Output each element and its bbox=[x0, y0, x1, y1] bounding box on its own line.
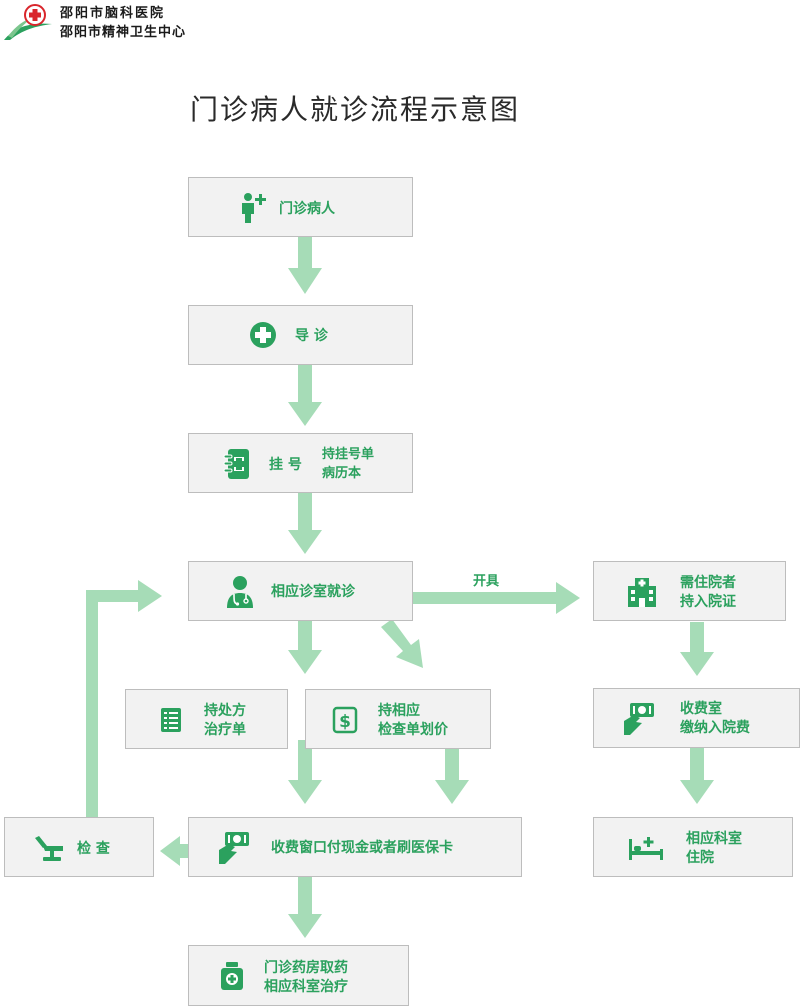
node-pharmacy-line-1: 门诊药房取药 bbox=[264, 960, 348, 976]
node-admission-cert: 需住院者 持入院证 bbox=[593, 561, 786, 621]
node-consult: 相应诊室就诊 bbox=[188, 561, 413, 621]
arrow-register-to-consult bbox=[288, 493, 322, 554]
node-payment: 收费窗口付现金或者刷医保卡 bbox=[188, 817, 522, 877]
node-outpatient: 门诊病人 bbox=[188, 177, 413, 237]
edge-label-issue: 开具 bbox=[473, 574, 500, 589]
node-exam-bill-line-2: 检查单划价 bbox=[378, 722, 448, 738]
node-exam-bill-line-1: 持相应 bbox=[378, 703, 420, 719]
node-prescription-line-2: 治疗单 bbox=[204, 722, 246, 738]
node-outpatient-label: 门诊病人 bbox=[279, 201, 335, 217]
hospital-logo: 邵阳市脑科医院 邵阳市精神卫生中心 bbox=[2, 2, 222, 42]
hospital-bed-icon bbox=[629, 837, 663, 860]
arrow-admission-to-cashier bbox=[680, 622, 714, 676]
hospital-name-primary: 邵阳市脑科医院 bbox=[60, 6, 166, 21]
medical-notebook-icon bbox=[223, 449, 249, 479]
node-prescription-line-1: 持处方 bbox=[204, 703, 246, 719]
node-ward: 相应科室 住院 bbox=[593, 817, 793, 877]
node-exam-label: 检 查 bbox=[77, 841, 110, 857]
arrow-payment-to-exam bbox=[160, 836, 188, 866]
arrow-cashier-to-ward bbox=[680, 748, 714, 804]
node-ward-line-2: 住院 bbox=[686, 850, 714, 866]
hospital-building-icon bbox=[628, 578, 656, 607]
medicine-bottle-icon bbox=[221, 962, 243, 990]
arrow-outpatient-to-guide bbox=[288, 237, 322, 294]
exam-chair-icon bbox=[35, 836, 63, 861]
arrow-payment-to-pharmacy bbox=[288, 877, 322, 938]
cash-hand-icon bbox=[624, 703, 654, 735]
page-title: 门诊病人就诊流程示意图 bbox=[190, 93, 521, 126]
node-register-label: 挂 号 bbox=[269, 457, 302, 473]
node-cashier-line-1: 收费室 bbox=[680, 701, 722, 717]
checklist-icon bbox=[161, 708, 181, 732]
cash-hand-icon bbox=[219, 832, 249, 864]
patient-plus-icon bbox=[242, 193, 266, 223]
dollar-icon: $ bbox=[332, 706, 358, 734]
arrow-exam-bill-to-payment bbox=[435, 748, 469, 804]
node-cashier-line-2: 缴纳入院费 bbox=[680, 720, 750, 736]
arrow-consult-to-prescription bbox=[288, 621, 322, 674]
node-register-note-2: 病历本 bbox=[322, 466, 362, 481]
node-payment-label: 收费窗口付现金或者刷医保卡 bbox=[271, 840, 453, 856]
node-pharmacy-line-2: 相应科室治疗 bbox=[264, 979, 348, 995]
node-consult-label: 相应诊室就诊 bbox=[271, 584, 355, 600]
node-exam: 检 查 bbox=[4, 817, 154, 877]
arrow-consult-to-admission bbox=[411, 582, 580, 614]
node-admission-cert-line-2: 持入院证 bbox=[680, 594, 736, 610]
doctor-icon bbox=[227, 576, 253, 608]
hospital-logo-icon bbox=[4, 4, 52, 40]
node-register: 挂 号 持挂号单 病历本 bbox=[188, 433, 413, 493]
node-exam-bill: $ 持相应 检查单划价 bbox=[305, 689, 491, 749]
node-cashier: 收费室 缴纳入院费 bbox=[593, 688, 800, 748]
node-pharmacy: 门诊药房取药 相应科室治疗 bbox=[188, 945, 409, 1006]
arrow-guide-to-register bbox=[288, 365, 322, 426]
node-ward-line-1: 相应科室 bbox=[686, 831, 742, 847]
arrow-prescription-to-payment bbox=[288, 740, 322, 804]
arrow-exam-to-consult bbox=[86, 580, 162, 817]
node-register-note-1: 持挂号单 bbox=[322, 447, 375, 462]
medical-cross-icon bbox=[250, 322, 276, 348]
hospital-name-secondary: 邵阳市精神卫生中心 bbox=[60, 25, 187, 40]
arrow-consult-to-exam-bill bbox=[381, 619, 423, 668]
node-prescription: 持处方 治疗单 bbox=[125, 689, 288, 749]
node-guide: 导 诊 bbox=[188, 305, 413, 365]
node-admission-cert-line-1: 需住院者 bbox=[680, 575, 736, 591]
svg-text:$: $ bbox=[339, 712, 351, 732]
node-guide-label: 导 诊 bbox=[295, 328, 328, 344]
